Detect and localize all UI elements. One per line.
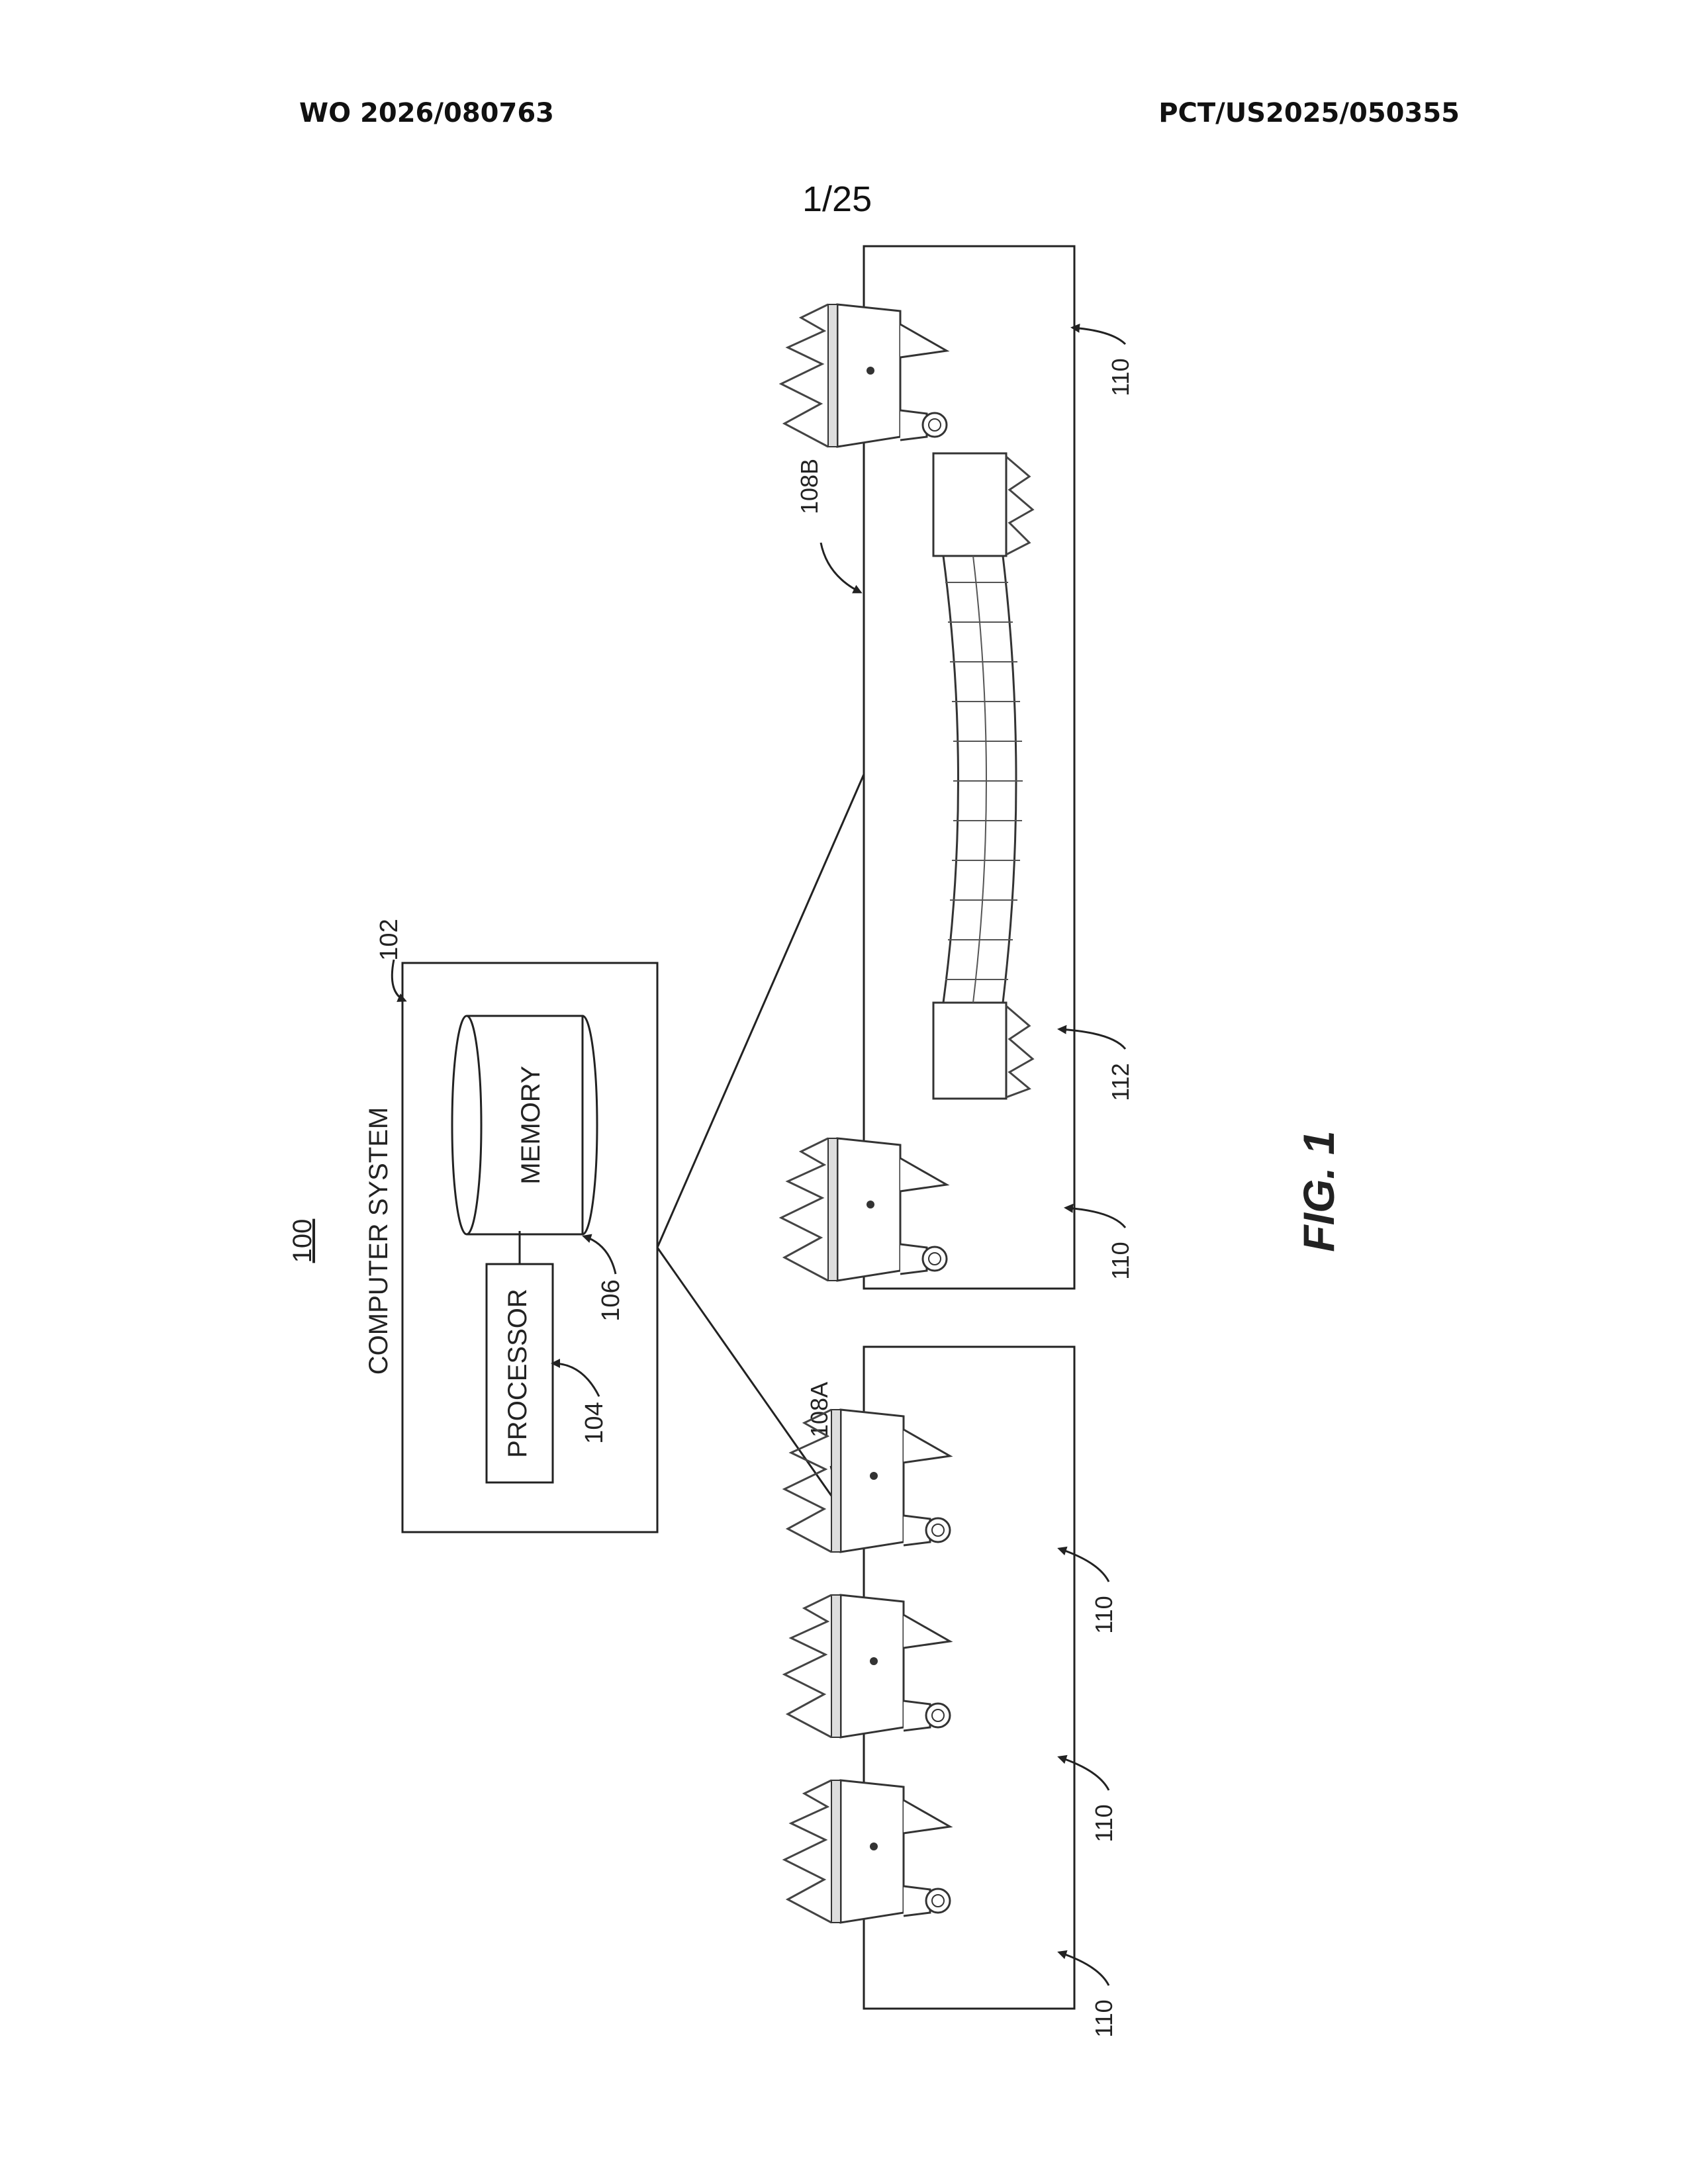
system-ref: 100	[288, 1219, 317, 1263]
panel-108a-ref: 108A	[806, 1382, 833, 1437]
processor-label: PROCESSOR	[503, 1289, 532, 1458]
bridge-ref-arrow	[1059, 1029, 1125, 1049]
unit-bottom	[781, 1138, 947, 1281]
unit-ref-a2-arrow	[1059, 1757, 1109, 1790]
unit-ref-a1-arrow	[1059, 1549, 1109, 1582]
unit-top	[781, 304, 947, 447]
unit-a2	[784, 1595, 950, 1737]
figure-label: FIG. 1	[1294, 1130, 1343, 1251]
computer-system-block: COMPUTER SYSTEM PROCESSOR MEMORY 102 104…	[288, 919, 657, 1532]
panel-108b-ref: 108B	[796, 459, 823, 514]
panel-108a: 108A 110 110 110	[784, 1347, 1117, 2038]
memory-ref: 106	[597, 1279, 625, 1321]
bridge-ref: 112	[1107, 1063, 1134, 1101]
computer-system-label: COMPUTER SYSTEM	[364, 1107, 393, 1375]
processor-ref: 104	[581, 1402, 608, 1443]
processor-ref-arrow	[553, 1363, 599, 1396]
memory-ref-arrow	[584, 1236, 616, 1274]
panel-108b: 108B 110 112	[781, 246, 1134, 1289]
unit-ref-top: 110	[1107, 358, 1134, 396]
computer-system-ref: 102	[375, 919, 403, 960]
unit-ref-top-arrow	[1072, 328, 1125, 344]
unit-a3	[784, 1780, 950, 1923]
unit-ref-a1: 110	[1090, 1596, 1117, 1633]
unit-ref-a3: 110	[1090, 1999, 1117, 2037]
bridge-assembly	[933, 453, 1033, 1099]
unit-ref-a3-arrow	[1059, 1952, 1109, 1985]
unit-ref-bottom: 110	[1107, 1242, 1134, 1279]
unit-ref-a2: 110	[1090, 1804, 1117, 1842]
memory-label: MEMORY	[516, 1066, 545, 1184]
panel-108b-ref-arrow	[821, 543, 861, 592]
